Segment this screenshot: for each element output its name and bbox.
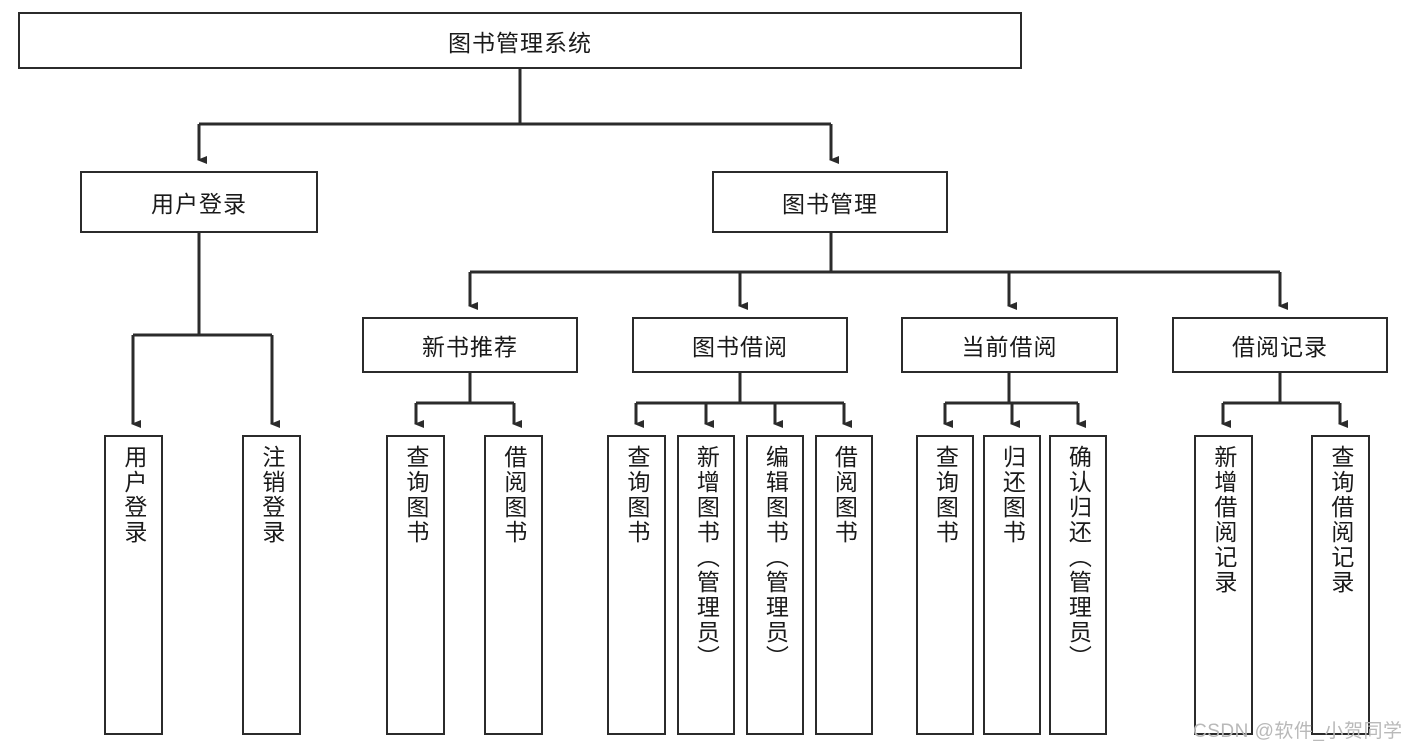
- leaf-label: 归还图书: [999, 445, 1026, 545]
- leaf-label: 查询图书: [932, 445, 959, 545]
- leaf-logout[interactable]: 注销登录: [242, 435, 301, 735]
- leaf-query-books-current[interactable]: 查询图书: [916, 435, 974, 735]
- leaf-label: 注销登录: [258, 445, 285, 545]
- leaf-label: 查询借阅记录: [1327, 445, 1354, 595]
- node-borrow-records[interactable]: 借阅记录: [1172, 317, 1388, 373]
- leaf-label: 确认归还（管理员）: [1065, 445, 1092, 670]
- leaf-borrow-books-newbook[interactable]: 借阅图书: [484, 435, 543, 735]
- leaf-label: 查询图书: [623, 445, 650, 545]
- leaf-query-borrow-record[interactable]: 查询借阅记录: [1311, 435, 1370, 735]
- leaf-borrow-books[interactable]: 借阅图书: [815, 435, 873, 735]
- node-new-book-recommend-label: 新书推荐: [422, 334, 518, 360]
- node-root[interactable]: 图书管理系统: [18, 12, 1022, 69]
- leaf-edit-book-admin[interactable]: 编辑图书（管理员）: [746, 435, 804, 735]
- csdn-watermark: CSDN @软件_小贺同学: [1193, 721, 1403, 742]
- node-current-borrow-label: 当前借阅: [961, 334, 1058, 360]
- leaf-label: 借阅图书: [831, 445, 858, 545]
- leaf-query-books-borrow[interactable]: 查询图书: [607, 435, 666, 735]
- leaf-label: 新增图书（管理员）: [693, 445, 720, 670]
- node-user-login[interactable]: 用户登录: [80, 171, 318, 233]
- leaf-label: 新增借阅记录: [1210, 445, 1237, 595]
- node-book-management[interactable]: 图书管理: [712, 171, 948, 233]
- leaf-add-book-admin[interactable]: 新增图书（管理员）: [677, 435, 735, 735]
- node-root-label: 图书管理系统: [448, 29, 592, 56]
- node-user-login-label: 用户登录: [151, 191, 247, 217]
- node-book-borrow[interactable]: 图书借阅: [632, 317, 848, 373]
- leaf-confirm-return-admin[interactable]: 确认归还（管理员）: [1049, 435, 1107, 735]
- leaf-label: 用户登录: [120, 445, 147, 545]
- leaf-user-login[interactable]: 用户登录: [104, 435, 163, 735]
- leaf-return-books[interactable]: 归还图书: [983, 435, 1041, 735]
- leaf-label: 借阅图书: [500, 445, 527, 545]
- node-book-borrow-label: 图书借阅: [692, 334, 788, 360]
- node-borrow-records-label: 借阅记录: [1232, 334, 1328, 360]
- leaf-label: 查询图书: [402, 445, 429, 545]
- leaf-add-borrow-record[interactable]: 新增借阅记录: [1194, 435, 1253, 735]
- node-new-book-recommend[interactable]: 新书推荐: [362, 317, 578, 373]
- leaf-label: 编辑图书（管理员）: [762, 445, 789, 670]
- node-current-borrow[interactable]: 当前借阅: [901, 317, 1118, 373]
- node-book-management-label: 图书管理: [782, 191, 878, 217]
- leaf-query-books-newbook[interactable]: 查询图书: [386, 435, 445, 735]
